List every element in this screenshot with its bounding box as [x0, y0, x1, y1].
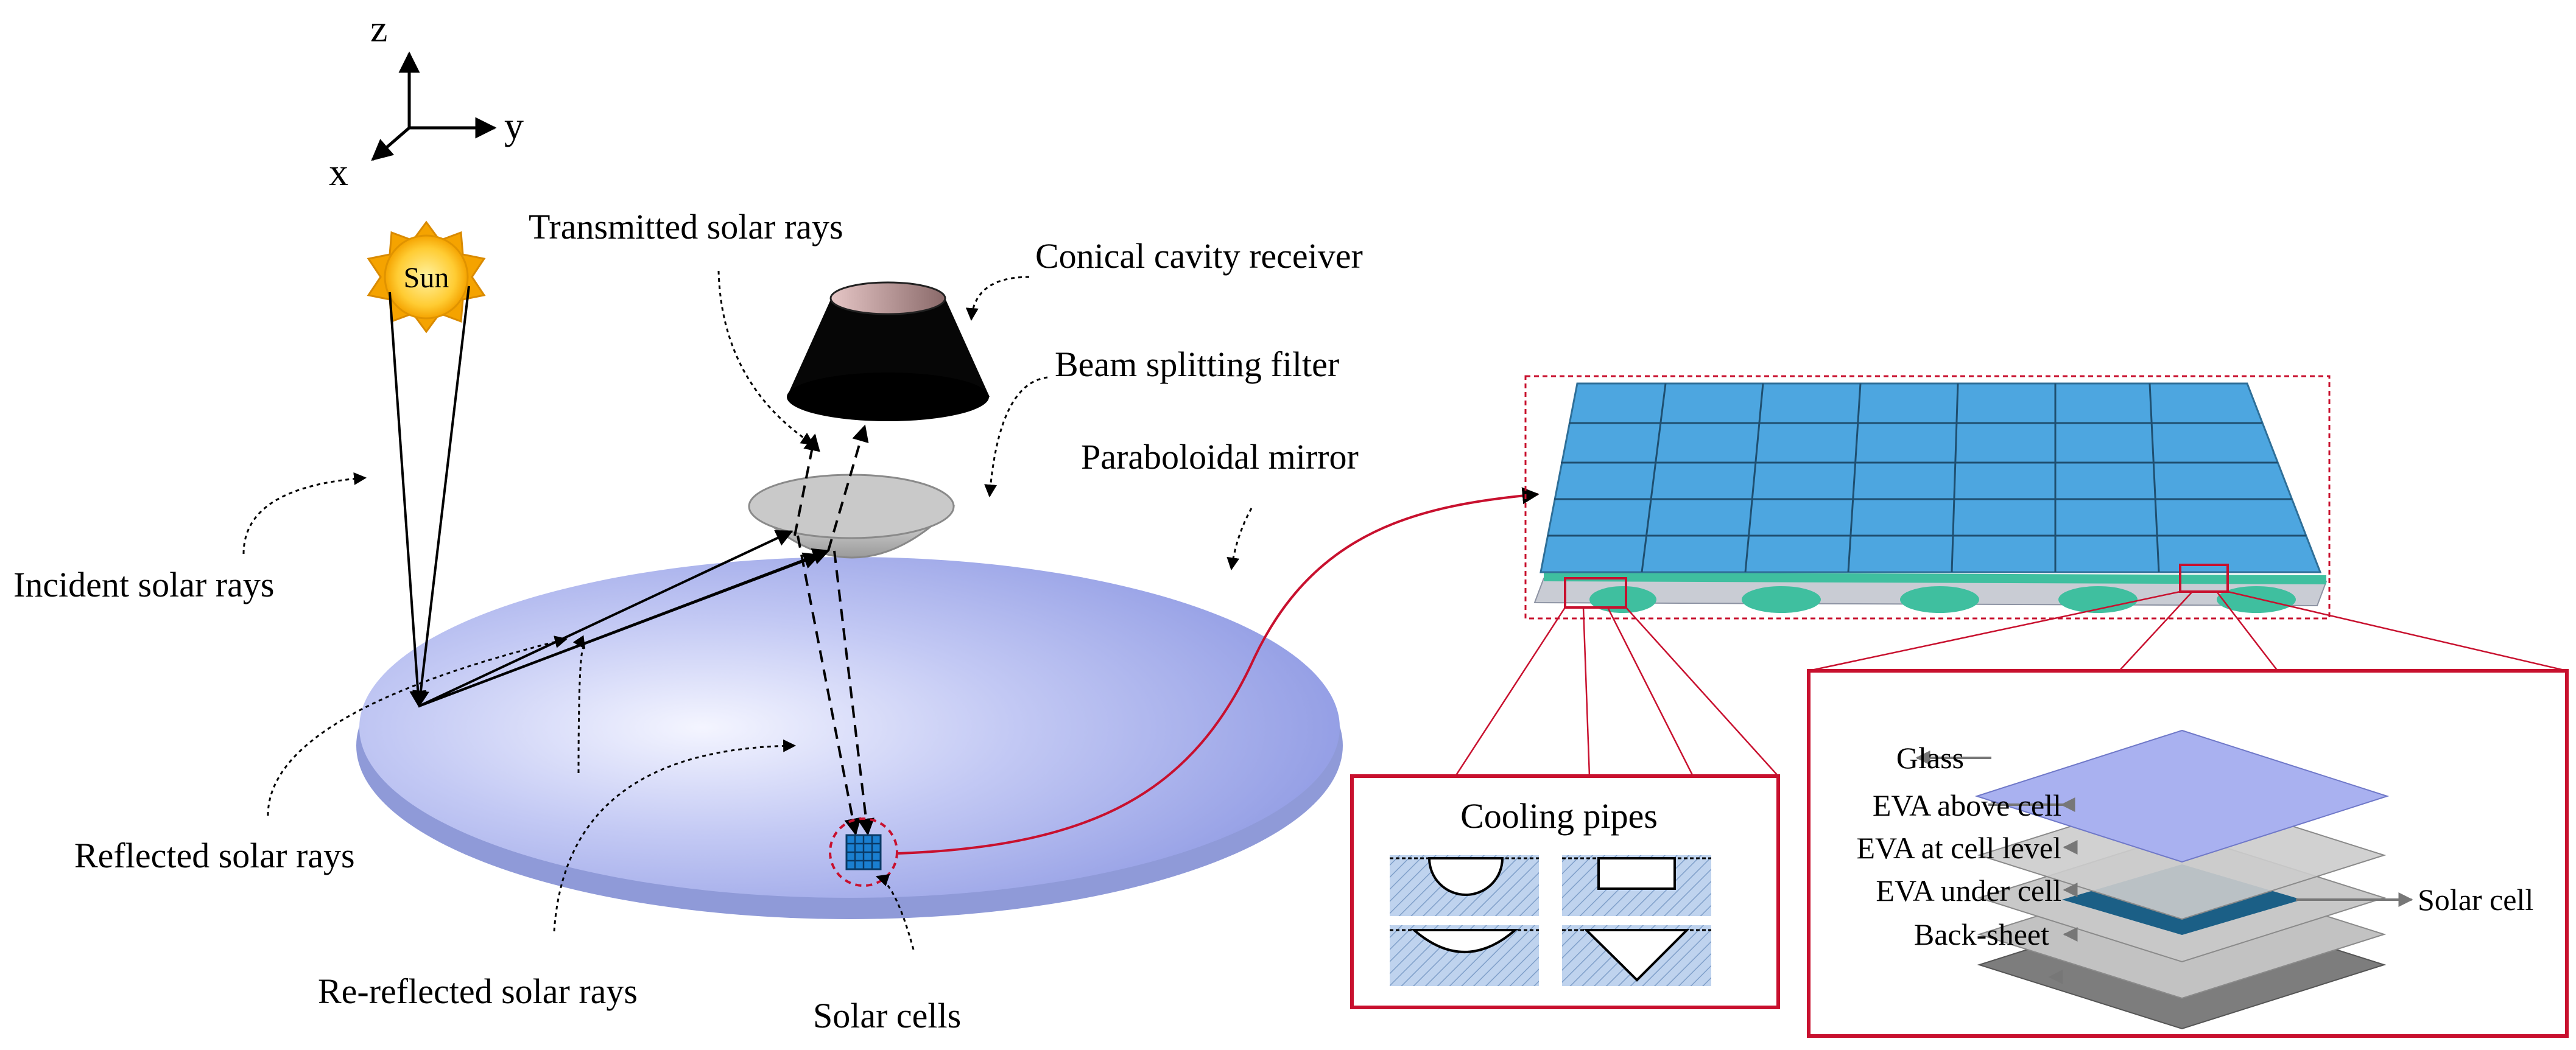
pvt-panel — [1524, 375, 2331, 620]
x-axis-label: x — [329, 150, 348, 194]
conical-cavity-receiver — [787, 281, 990, 421]
incident-ray-1 — [389, 292, 427, 708]
pipe — [1589, 586, 1656, 613]
pipe — [1742, 586, 1821, 613]
paraboloidal-mirror — [356, 557, 1343, 919]
label-reflected-rays: Reflected solar rays — [74, 836, 355, 875]
transmitted-ray-1 — [794, 433, 820, 536]
pipe-rectangle — [1562, 855, 1711, 916]
zoom-lines — [1454, 590, 2567, 777]
pipe — [1900, 586, 1979, 613]
layers-box: Glass EVA above cell EVA at cell level E… — [1807, 669, 2569, 1038]
label-paraboloidal-mirror: Paraboloidal mirror — [1081, 437, 1359, 477]
y-axis-label: y — [504, 104, 524, 147]
label-glass: Glass — [1896, 741, 1964, 775]
pipe — [2217, 586, 2296, 613]
label-transmitted-rays: Transmitted solar rays — [529, 207, 843, 247]
layer-glass — [1974, 729, 2390, 863]
cooling-pipes-title: Cooling pipes — [1460, 796, 1658, 836]
label-eva-above: EVA above cell — [1873, 788, 2061, 822]
solar-rays — [389, 285, 875, 836]
label-back-sheet: Back-sheet — [1914, 917, 2049, 951]
re-reflected-ray-1 — [797, 535, 861, 836]
x-axis — [371, 127, 410, 161]
pipe-arc — [1390, 925, 1539, 986]
reflected-ray-1 — [418, 530, 794, 707]
label-solar-cells: Solar cells — [813, 996, 961, 1035]
sun-icon: Sun — [367, 220, 486, 334]
label-re-reflected-rays: Re-reflected solar rays — [318, 971, 638, 1011]
pipe-triangle — [1562, 925, 1711, 986]
label-solar-cell: Solar cell — [2418, 883, 2533, 917]
zoom-connector — [898, 487, 1540, 855]
pipe — [2058, 586, 2138, 613]
re-reflected-ray-2 — [833, 550, 875, 836]
solar-cells-target — [829, 817, 898, 887]
beam-splitting-filter — [748, 474, 955, 559]
label-eva-under: EVA under cell — [1876, 873, 2061, 908]
cooling-pipes-box: Cooling pipes — [1350, 774, 1780, 1009]
axis-triad: z y x — [329, 7, 524, 194]
label-incident-rays: Incident solar rays — [13, 565, 274, 604]
sun-label: Sun — [404, 262, 449, 294]
incident-ray-2 — [412, 285, 470, 708]
label-eva-at: EVA at cell level — [1857, 831, 2061, 865]
panel-top — [1540, 382, 2322, 573]
transmitted-ray-2 — [827, 424, 869, 551]
reflected-ray-3 — [418, 552, 821, 707]
pipe-semicircle — [1390, 855, 1539, 916]
label-beam-filter: Beam splitting filter — [1055, 345, 1339, 384]
label-conical-receiver: Conical cavity receiver — [1035, 236, 1363, 276]
z-axis-label: z — [370, 7, 387, 50]
leader-lines — [242, 270, 1253, 950]
